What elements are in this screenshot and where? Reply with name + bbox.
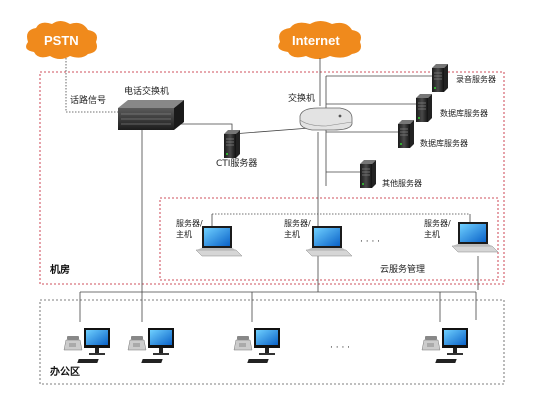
tower-server-icon (359, 159, 377, 189)
ellipsis-bottom: · · · · (330, 343, 351, 353)
pbx-label: 电话交换机 (124, 87, 170, 97)
tower-server-icon (397, 119, 415, 149)
desk-phone-icon (233, 335, 253, 351)
rack-unit-icon (118, 100, 184, 130)
pstn-cloud (26, 21, 97, 59)
server-label-3: 数据库服务器 (420, 139, 468, 148)
network-switch-icon (299, 107, 353, 131)
tower-server-icon (223, 129, 241, 159)
switch-label: 交换机 (288, 94, 316, 104)
server-label-4: 其他服务器 (382, 179, 422, 188)
trunk-label: 话路信号 (70, 96, 107, 106)
desk-phone-icon (421, 335, 441, 351)
cloud-mgmt-label: 云服务管理 (380, 265, 426, 275)
server-label-2: 数据库服务器 (440, 109, 488, 118)
pstn-link-line (65, 58, 118, 113)
laptop-icon (451, 221, 499, 253)
machine-room-label: 机房 (50, 265, 70, 276)
pbx-cti-line (180, 123, 233, 134)
server-label-1: 录音服务器 (456, 75, 496, 84)
desktop-pc-icon (435, 328, 468, 363)
tower-server-icon (415, 93, 433, 123)
internet-label: Internet (292, 33, 340, 48)
ellipsis-top: · · · · (360, 237, 381, 247)
cloud-mgmt-region (159, 197, 499, 281)
desk-phone-icon (63, 335, 83, 351)
cti-switch-line (231, 127, 311, 135)
office-region (39, 299, 505, 385)
desk-phone-icon (127, 335, 147, 351)
machine-room-border (39, 71, 505, 285)
desktop-pc-icon (247, 328, 280, 363)
workstation-label-3: 服务器/主机 (424, 219, 451, 239)
desktop-pc-icon (77, 328, 110, 363)
cti-server-label: CTI服务器 (216, 159, 258, 169)
tower-server-icon (431, 63, 449, 93)
desktop-pc-icon (141, 328, 174, 363)
pstn-label: PSTN (44, 33, 79, 48)
office-area-label: 办公区 (50, 367, 80, 378)
internet-cloud (278, 21, 361, 59)
workstation-label-2: 服务器/主机 (284, 219, 311, 239)
workstation-label-1: 服务器/主机 (176, 219, 203, 239)
